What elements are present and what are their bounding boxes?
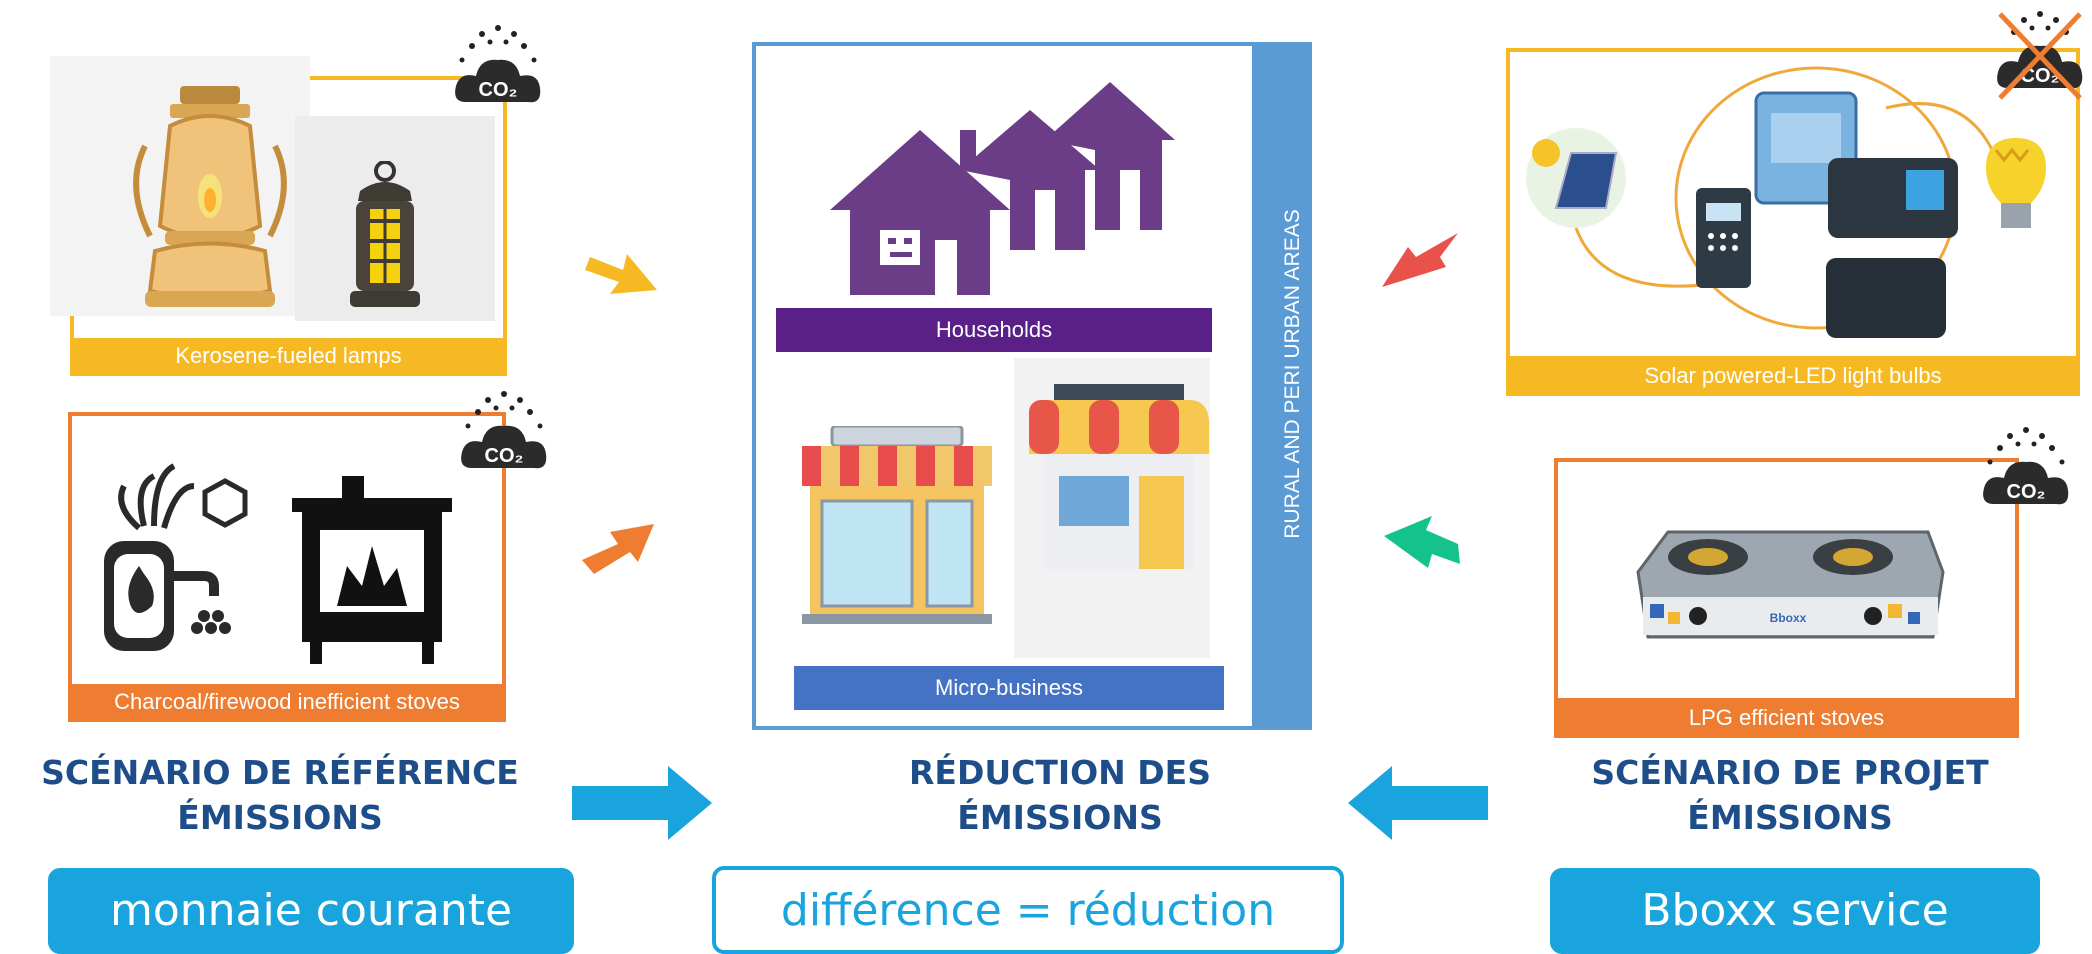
current-currency-pill: monnaie courante [48, 868, 574, 954]
project-heading-line2: ÉMISSIONS [1687, 798, 1893, 837]
green-arrow-icon [1384, 516, 1460, 568]
reduction-heading-line1: RÉDUCTION DES [908, 753, 1211, 792]
co2-text: CO₂ [2007, 481, 2046, 503]
reference-heading-line1: SCÉNARIO DE RÉFÉRENCE [41, 753, 519, 792]
co2-crossed-icon: CO₂ [1997, 11, 2083, 100]
solar-led-panel: Solar powered-LED light bulbs [1506, 48, 2080, 396]
wood-stove-icon [292, 476, 452, 664]
charcoal-stoves-caption: Charcoal/firewood inefficient stoves [68, 684, 506, 722]
lpg-stoves-caption: LPG efficient stoves [1554, 698, 2019, 738]
difference-reduction-pill: différence = réduction [712, 866, 1344, 954]
reference-heading-line2: ÉMISSIONS [177, 798, 383, 837]
solar-system-illustration [1526, 66, 2046, 338]
charcoal-bag-icon [104, 463, 231, 651]
houses-icon [830, 82, 1175, 295]
hexagon-icon [202, 478, 248, 528]
co2-text: CO₂ [2021, 65, 2060, 87]
co2-cloud-icon: CO₂ [461, 391, 547, 469]
reduction-heading-line2: ÉMISSIONS [957, 798, 1163, 837]
red-arrow-icon [1382, 233, 1458, 287]
co2-cloud-icon: CO₂ [455, 25, 541, 103]
rural-areas-band [1252, 42, 1312, 730]
households-label: Households [776, 308, 1212, 352]
store-icon [1029, 384, 1209, 569]
kerosene-lamps-panel: Kerosene-fueled lamps [50, 56, 507, 378]
oil-lamp-icon [133, 86, 287, 307]
orange-arrow-icon [582, 524, 654, 574]
rural-areas-label: RURAL AND PERI URBAN AREAS [1281, 209, 1304, 539]
co2-cloud-icon: CO₂ [1983, 427, 2069, 505]
lpg-stoves-panel: Bboxx LPG efficient stoves [1554, 458, 2019, 738]
co2-text: CO₂ [479, 79, 518, 101]
project-scenario-heading: SCÉNARIO DE PROJET ÉMISSIONS [1520, 750, 2060, 840]
lantern-icon [350, 161, 420, 307]
target-areas-panel: Households Micro-business [752, 42, 1312, 730]
left-blue-arrow-icon [1348, 766, 1488, 840]
yellow-arrow-icon [585, 254, 657, 294]
right-blue-arrow-icon [572, 766, 712, 840]
charcoal-stoves-panel: Charcoal/firewood inefficient stoves [68, 412, 506, 722]
gas-stove-icon: Bboxx [1636, 530, 1945, 639]
bboxx-service-pill: Bboxx service [1550, 868, 2040, 954]
shop-icon [802, 426, 992, 624]
co2-text: CO₂ [485, 445, 524, 467]
solar-led-caption: Solar powered-LED light bulbs [1506, 356, 2080, 396]
reference-scenario-heading: SCÉNARIO DE RÉFÉRENCE ÉMISSIONS [0, 750, 560, 840]
reduction-heading: RÉDUCTION DES ÉMISSIONS [780, 750, 1340, 840]
project-heading-line1: SCÉNARIO DE PROJET [1591, 753, 1989, 792]
micro-business-label: Micro-business [794, 666, 1224, 710]
bboxx-brand-text: Bboxx [1770, 611, 1807, 625]
kerosene-lamps-caption: Kerosene-fueled lamps [70, 338, 507, 376]
